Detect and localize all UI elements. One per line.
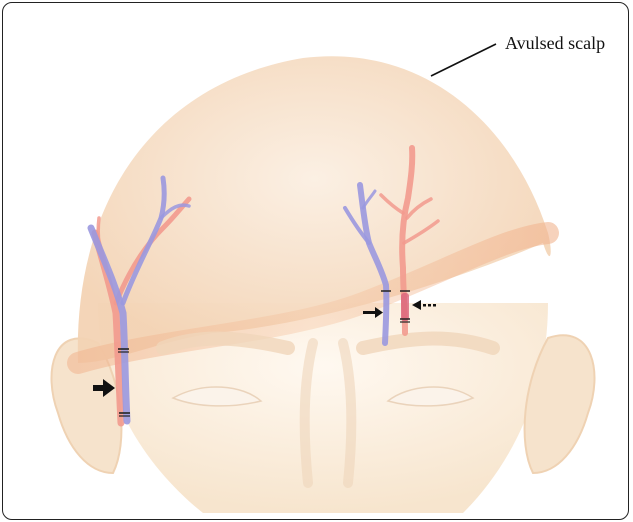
- avulsed-scalp-label: Avulsed scalp: [505, 33, 605, 54]
- head-illustration: [3, 3, 629, 520]
- label-leader-line: [431, 44, 496, 76]
- right-artery-lesion: [401, 293, 409, 321]
